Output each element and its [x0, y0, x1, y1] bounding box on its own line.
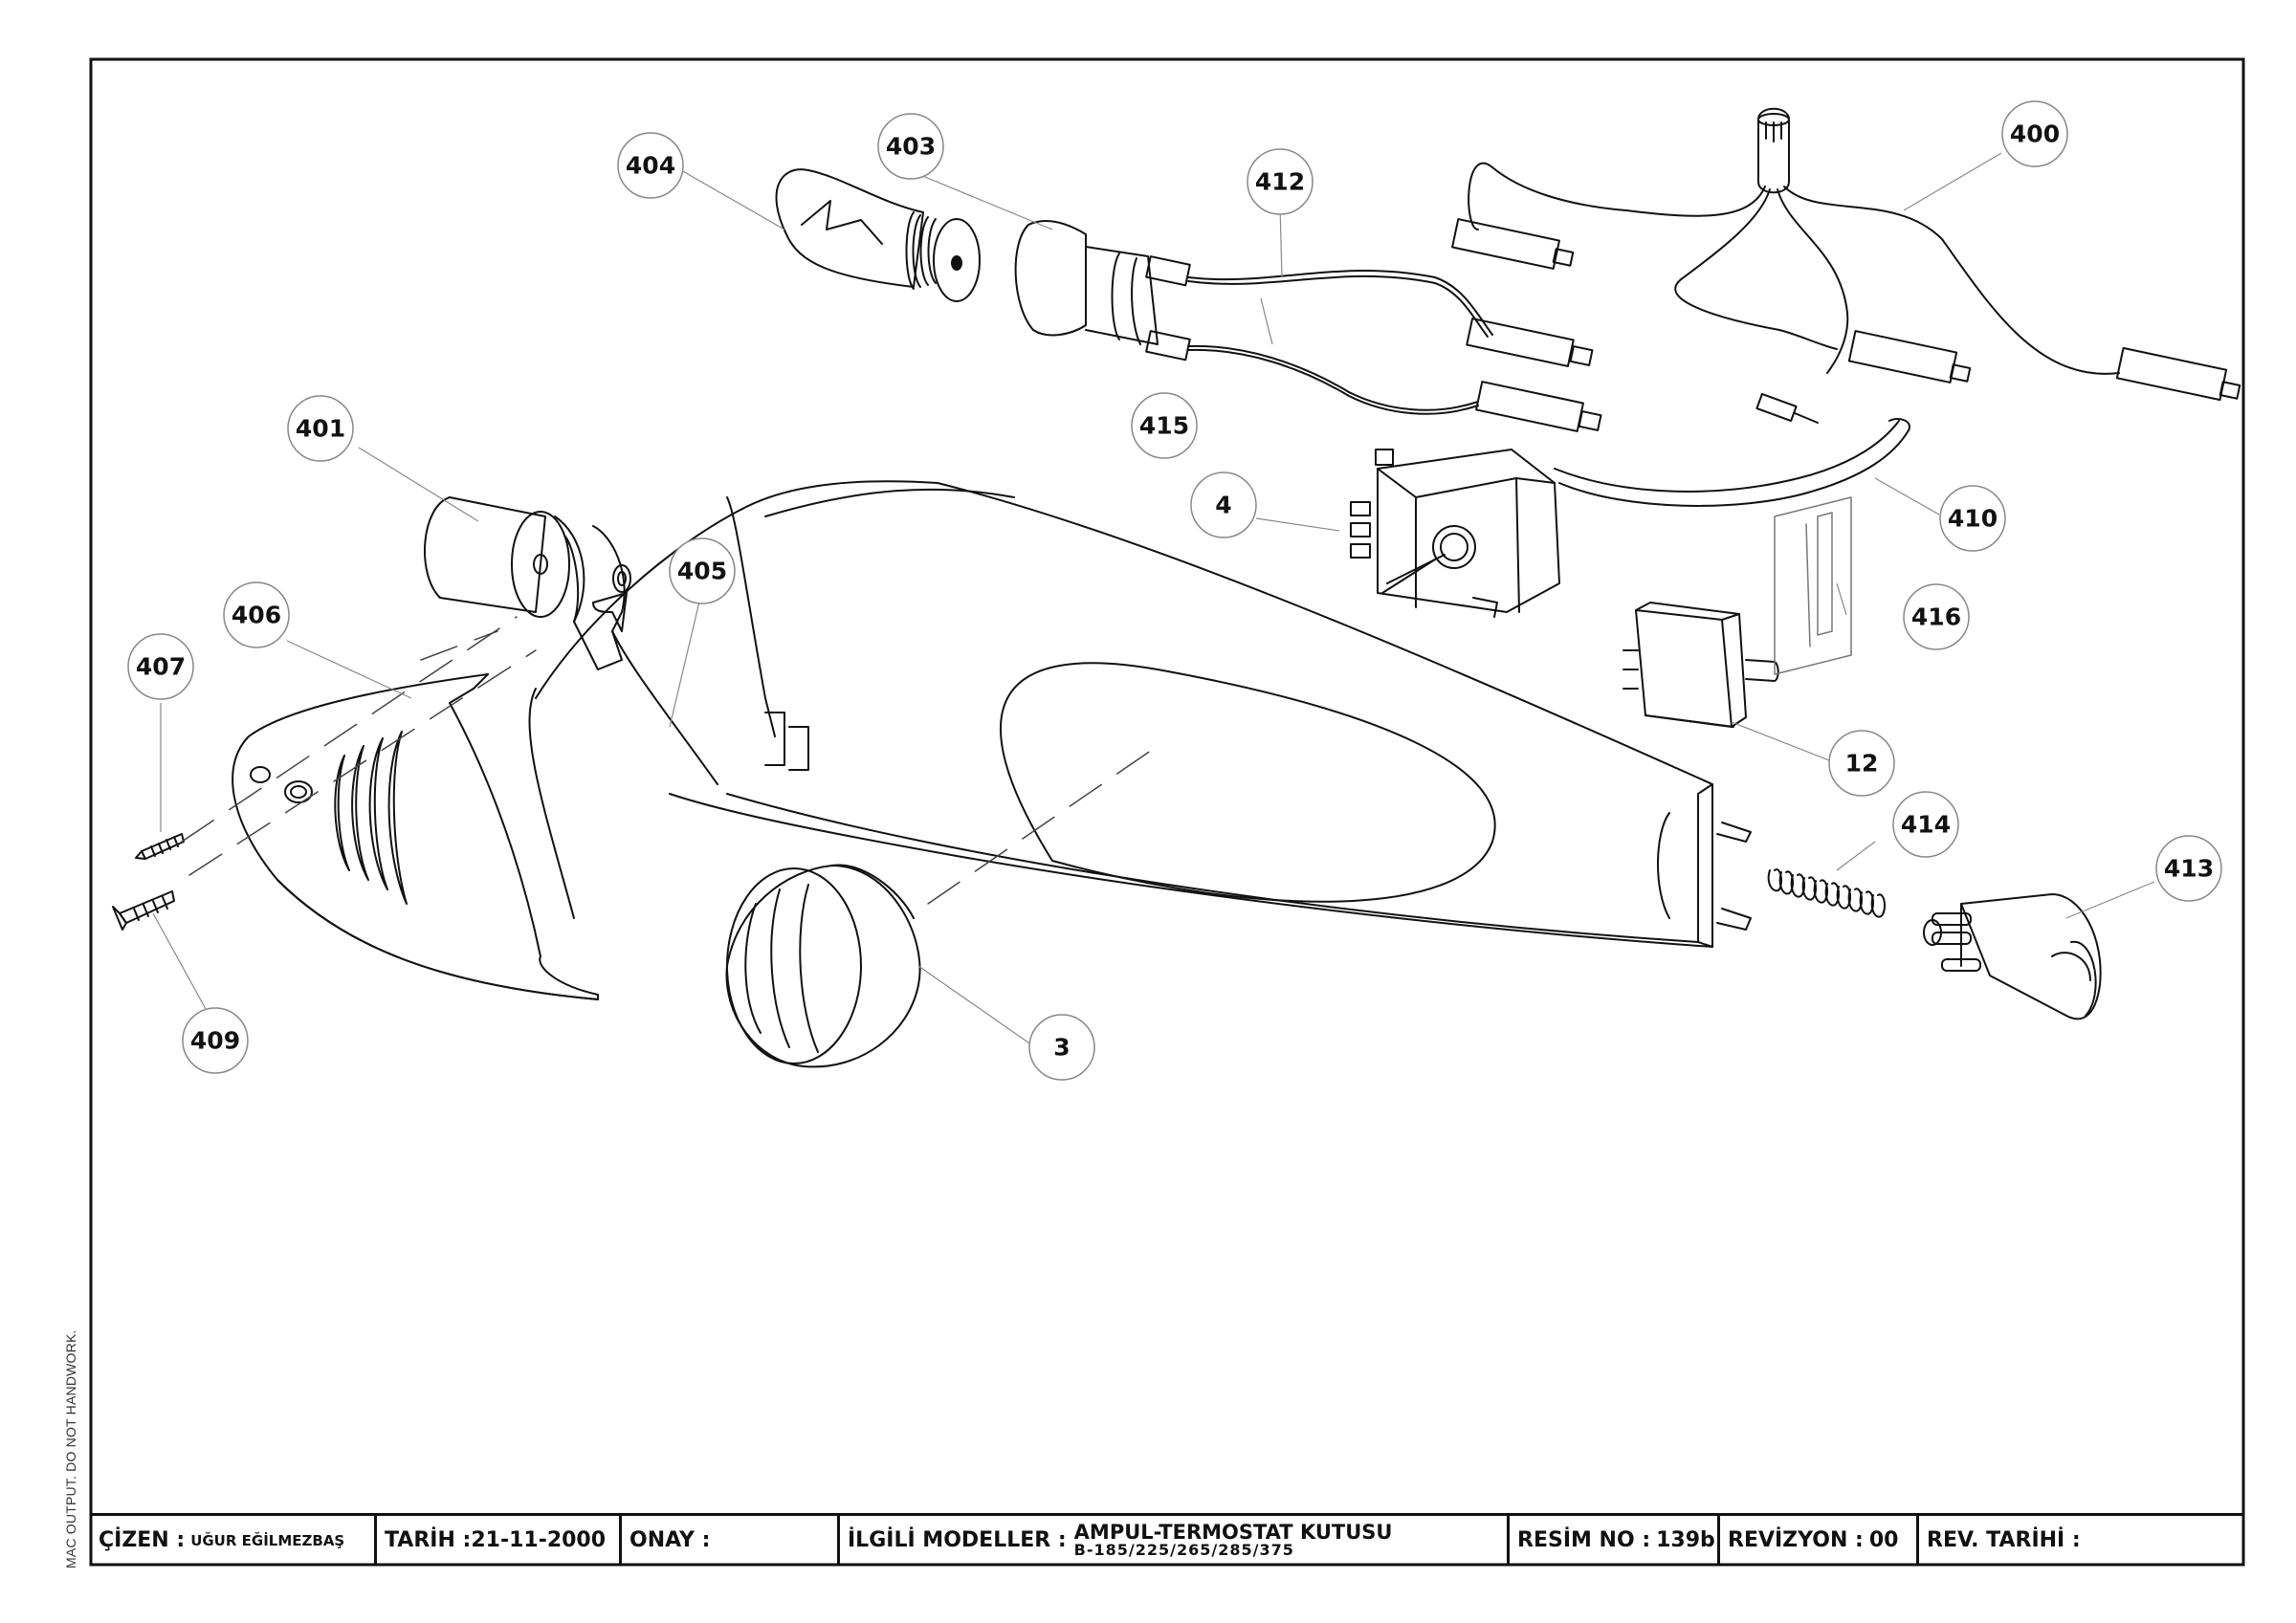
screw-409 [112, 890, 175, 931]
tb-ilgili-models: B-185/225/265/285/375 [1073, 1541, 1294, 1560]
callout-413: 413 [2164, 855, 2214, 883]
callout-409-bubble [182, 1007, 249, 1074]
knob-part [725, 864, 921, 1068]
tb-revizyon: REVİZYON : 00 [1717, 1516, 1916, 1565]
lamp-socket-part [1014, 220, 1191, 362]
callout-405-bubble [669, 537, 736, 604]
front-cover-part [232, 673, 599, 1000]
tb-tarih-value: 21-11-2000 [471, 1528, 607, 1552]
callout-406-bubble [223, 581, 290, 648]
tb-ilgili-title: AMPUL-TERMOSTAT KUTUSU [1073, 1521, 1393, 1545]
callout-404: 404 [626, 152, 675, 180]
callout-407: 407 [136, 653, 186, 681]
tb-tarih-label: TARİH : [385, 1528, 472, 1552]
callout-401-bubble [287, 395, 354, 462]
callout-3: 3 [1053, 1034, 1070, 1062]
callout-3-bubble [1028, 1014, 1095, 1081]
callout-410-bubble [1939, 485, 2006, 552]
tb-revizyon-value: 00 [1868, 1528, 1899, 1552]
callout-403-bubble [877, 113, 944, 180]
bulb-part [775, 168, 981, 302]
title-block: ÇİZEN : UĞUR EĞİLMEZBAŞ TARİH : 21-11-20… [91, 1513, 2243, 1565]
callout-12-bubble [1828, 730, 1895, 797]
callout-403: 403 [886, 133, 936, 161]
callout-406: 406 [232, 602, 281, 629]
callout-412-bubble [1247, 148, 1314, 215]
tb-tarih: TARİH : 21-11-2000 [374, 1516, 619, 1565]
switch-part [1623, 602, 1779, 728]
tb-resim-no: RESİM NO : 139b [1507, 1516, 1717, 1565]
callout-bubbles [127, 100, 2222, 1081]
callout-labels: 404 403 412 400 401 405 406 407 409 415 … [136, 121, 2214, 1062]
drawing-frame [89, 57, 2245, 1567]
callout-416: 416 [1911, 603, 1961, 631]
tb-cizen-label: ÇİZEN : [99, 1528, 186, 1552]
callout-412: 412 [1255, 168, 1305, 196]
tb-revizyon-label: REVİZYON : [1728, 1528, 1864, 1552]
callout-413-bubble [2155, 835, 2222, 902]
label-plate-part [1774, 496, 1852, 675]
wire-harness-part [1451, 107, 2241, 424]
tb-ilgili-label: İLGİLİ MODELLER : [848, 1528, 1067, 1552]
leader-lines [152, 152, 2155, 1048]
callout-404-bubble [617, 132, 684, 199]
tb-rev-tarihi: REV. TARİHİ : [1916, 1516, 2243, 1565]
callout-407-bubble [127, 633, 194, 700]
tb-cizen-value: UĞUR EĞİLMEZBAŞ [190, 1531, 345, 1549]
callout-401: 401 [296, 415, 345, 443]
tb-ilgili-modeller: İLGİLİ MODELLER : AMPUL-TERMOSTAT KUTUSU… [837, 1516, 1507, 1565]
cable-410 [1554, 418, 1910, 507]
spring-part [1767, 868, 1887, 918]
side-note: MAC OUTPUT. DO NOT HANDWORK. [63, 1329, 78, 1568]
push-button-part [1923, 893, 2102, 1020]
callout-405: 405 [677, 558, 727, 585]
callout-415: 415 [1139, 412, 1189, 440]
callout-4: 4 [1215, 492, 1231, 519]
screw-407 [135, 833, 185, 860]
tb-resim-value: 139b [1656, 1528, 1715, 1552]
tb-onay: ONAY : [619, 1516, 837, 1565]
tb-rev-tarihi-label: REV. TARİHİ : [1927, 1528, 2081, 1552]
callout-415-bubble [1131, 392, 1198, 459]
callout-409: 409 [190, 1027, 240, 1055]
thermostat-part [1350, 449, 1560, 618]
callout-400: 400 [2010, 121, 2060, 148]
housing-part [535, 480, 1752, 948]
callout-400-bubble [2001, 100, 2068, 167]
callout-410: 410 [1948, 505, 1998, 533]
callout-416-bubble [1903, 583, 1970, 650]
tb-resim-label: RESİM NO : [1517, 1528, 1651, 1552]
tb-cizen: ÇİZEN : UĞUR EĞİLMEZBAŞ [91, 1516, 374, 1565]
lamp-holder-part [424, 496, 631, 670]
callout-414-bubble [1892, 791, 1959, 858]
wire-412 [1187, 270, 1594, 367]
wire-415 [1187, 344, 1602, 432]
callout-12: 12 [1845, 750, 1879, 778]
assembly-lines [181, 616, 1159, 905]
tb-onay-label: ONAY : [629, 1528, 711, 1552]
callout-414: 414 [1901, 811, 1951, 839]
callout-4-bubble [1190, 472, 1257, 538]
